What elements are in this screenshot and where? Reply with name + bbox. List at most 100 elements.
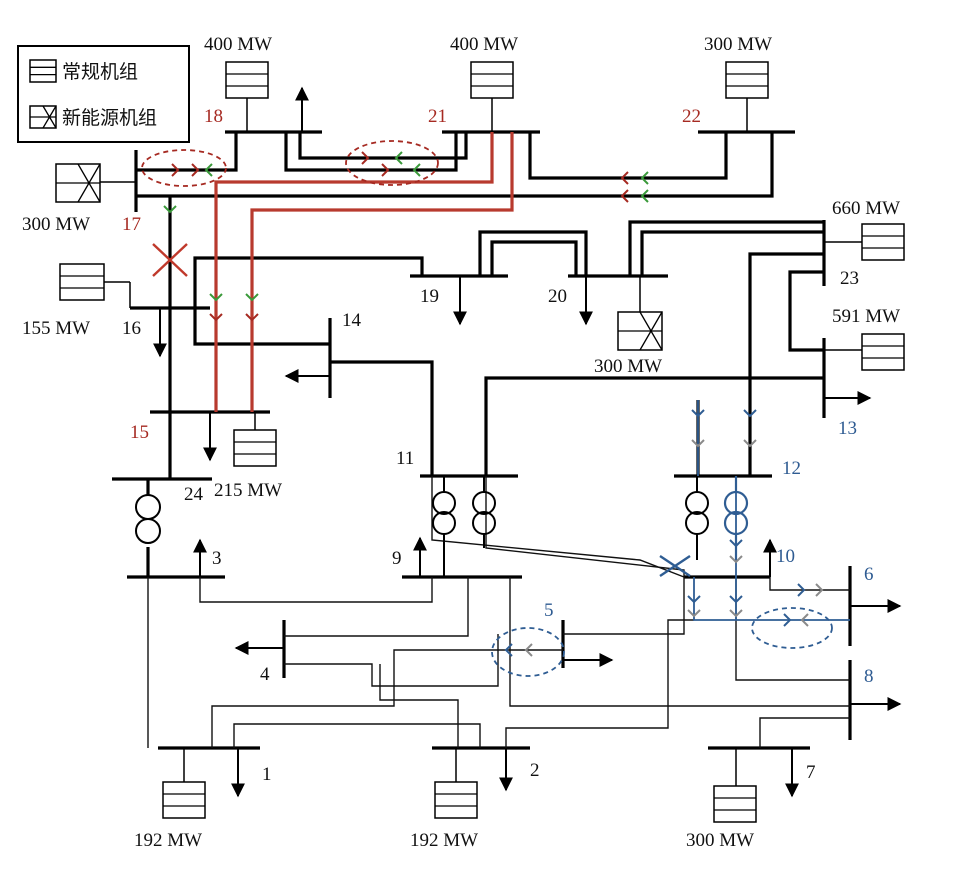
red-chevron-left-icon bbox=[620, 189, 629, 203]
conventional-generator-icon bbox=[233, 412, 277, 467]
green-chevron-left-icon bbox=[640, 171, 649, 185]
renewable-generator-icon bbox=[55, 163, 136, 203]
gen-rating-7: 300 MW bbox=[686, 830, 754, 851]
gray-chevron-down-icon bbox=[691, 439, 705, 448]
legend-renewable-label: 新能源机组 bbox=[62, 107, 157, 129]
bus-label-20: 20 bbox=[548, 286, 567, 307]
gray-chevron-left-icon bbox=[524, 643, 533, 657]
blue-chevron-right-icon bbox=[797, 583, 806, 597]
gen-rating-22: 300 MW bbox=[704, 34, 772, 55]
conventional-generator-icon bbox=[824, 223, 905, 261]
red-chevron-left-icon bbox=[620, 171, 629, 185]
gen-rating-20: 300 MW bbox=[594, 356, 662, 377]
bus-label-8: 8 bbox=[864, 666, 874, 687]
red-chevron-down-icon bbox=[245, 313, 259, 322]
transformer-11-9-b bbox=[472, 491, 496, 535]
transformer-24-3 bbox=[135, 494, 161, 544]
conventional-generator-icon bbox=[162, 748, 206, 819]
red-fault-cross-icon bbox=[152, 243, 188, 277]
generators bbox=[55, 61, 905, 823]
bus-label-23: 23 bbox=[840, 268, 859, 289]
bus-label-4: 4 bbox=[260, 664, 270, 685]
red-chevron-right-icon bbox=[361, 151, 370, 165]
red-chevron-right-icon bbox=[381, 163, 390, 177]
blue-chevron-right-icon bbox=[783, 613, 792, 627]
bus-label-6: 6 bbox=[864, 564, 874, 585]
green-chevron-left-icon bbox=[204, 163, 213, 177]
gen-rating-15: 215 MW bbox=[214, 480, 282, 501]
bus-label-9: 9 bbox=[392, 548, 402, 569]
red-dashed-ellipse bbox=[345, 140, 439, 186]
green-chevron-down-icon bbox=[209, 293, 223, 302]
green-chevron-left-icon bbox=[640, 189, 649, 203]
bus-label-17: 17 bbox=[122, 214, 141, 235]
gen-rating-23: 660 MW bbox=[832, 198, 900, 219]
bus-label-10: 10 bbox=[776, 546, 795, 567]
gen-rating-21: 400 MW bbox=[450, 34, 518, 55]
transformer-12-10-a bbox=[685, 491, 709, 535]
conventional-generator-icon bbox=[713, 748, 757, 823]
bus-bars bbox=[112, 130, 852, 750]
gen-rating-17: 300 MW bbox=[22, 214, 90, 235]
transformer-11-9-a bbox=[432, 491, 456, 535]
green-chevron-left-icon bbox=[412, 163, 421, 177]
transformers bbox=[135, 476, 749, 577]
bus-label-2: 2 bbox=[530, 760, 540, 781]
bus-label-22: 22 bbox=[682, 106, 701, 127]
blue-dashed-ellipse bbox=[751, 607, 833, 649]
red-chevron-right-icon bbox=[191, 163, 200, 177]
blue-chevron-left-icon bbox=[504, 643, 513, 657]
bus-label-5: 5 bbox=[544, 600, 554, 621]
conventional-generator-icon bbox=[470, 61, 514, 132]
blue-chevron-down-icon bbox=[729, 539, 743, 548]
bus-label-14: 14 bbox=[342, 310, 362, 331]
gray-chevron-down-icon bbox=[687, 609, 701, 618]
bus-label-18: 18 bbox=[204, 106, 223, 127]
blue-chevron-down-icon bbox=[729, 595, 743, 604]
conventional-generator-icon bbox=[434, 748, 478, 819]
bus-label-7: 7 bbox=[806, 762, 816, 783]
red-chevron-down-icon bbox=[209, 313, 223, 322]
bus-label-15: 15 bbox=[130, 422, 149, 443]
legend: 常规机组 新能源机组 bbox=[17, 45, 190, 143]
fault-marks bbox=[152, 243, 691, 577]
gray-chevron-down-icon bbox=[743, 439, 757, 448]
renewable-generator-icon bbox=[29, 105, 57, 129]
gray-chevron-right-icon bbox=[815, 583, 824, 597]
generator-ratings: 400 MW 400 MW 300 MW 300 MW 660 MW 155 M… bbox=[22, 34, 900, 851]
red-dashed-ellipse bbox=[141, 149, 227, 187]
bus-label-12: 12 bbox=[782, 458, 801, 479]
gen-rating-1: 192 MW bbox=[134, 830, 202, 851]
conventional-generator-icon bbox=[59, 263, 131, 308]
green-chevron-left-icon bbox=[394, 151, 403, 165]
conventional-generator-icon bbox=[824, 333, 905, 371]
bus-label-24: 24 bbox=[184, 484, 204, 505]
load-arrows bbox=[153, 86, 902, 798]
blue-chevron-down-icon bbox=[691, 409, 705, 418]
gen-rating-16: 155 MW bbox=[22, 318, 90, 339]
blue-chevron-down-icon bbox=[743, 409, 757, 418]
green-chevron-down-icon bbox=[245, 293, 259, 302]
heavy-lines bbox=[136, 132, 824, 577]
bus-label-13: 13 bbox=[838, 418, 857, 439]
renewable-generator-icon bbox=[617, 276, 663, 351]
gen-rating-18: 400 MW bbox=[204, 34, 272, 55]
gray-chevron-down-icon bbox=[729, 609, 743, 618]
highlight-ellipses bbox=[141, 140, 833, 677]
bus-label-3: 3 bbox=[212, 548, 222, 569]
bus-label-19: 19 bbox=[420, 286, 439, 307]
blue-fault-cross-icon bbox=[659, 555, 691, 577]
bus-labels: 1 2 3 4 5 6 7 8 9 10 11 12 13 14 15 16 1… bbox=[122, 106, 874, 785]
gen-rating-13: 591 MW bbox=[832, 306, 900, 327]
blue-lines bbox=[693, 400, 850, 621]
green-chevron-down-icon bbox=[163, 205, 177, 214]
legend-conventional-label: 常规机组 bbox=[62, 61, 138, 83]
bus-label-11: 11 bbox=[396, 448, 414, 469]
gen-rating-2: 192 MW bbox=[410, 830, 478, 851]
red-chevron-right-icon bbox=[171, 163, 180, 177]
gray-chevron-down-icon bbox=[729, 555, 743, 564]
conventional-generator-icon bbox=[725, 61, 769, 132]
bus-label-21: 21 bbox=[428, 106, 447, 127]
